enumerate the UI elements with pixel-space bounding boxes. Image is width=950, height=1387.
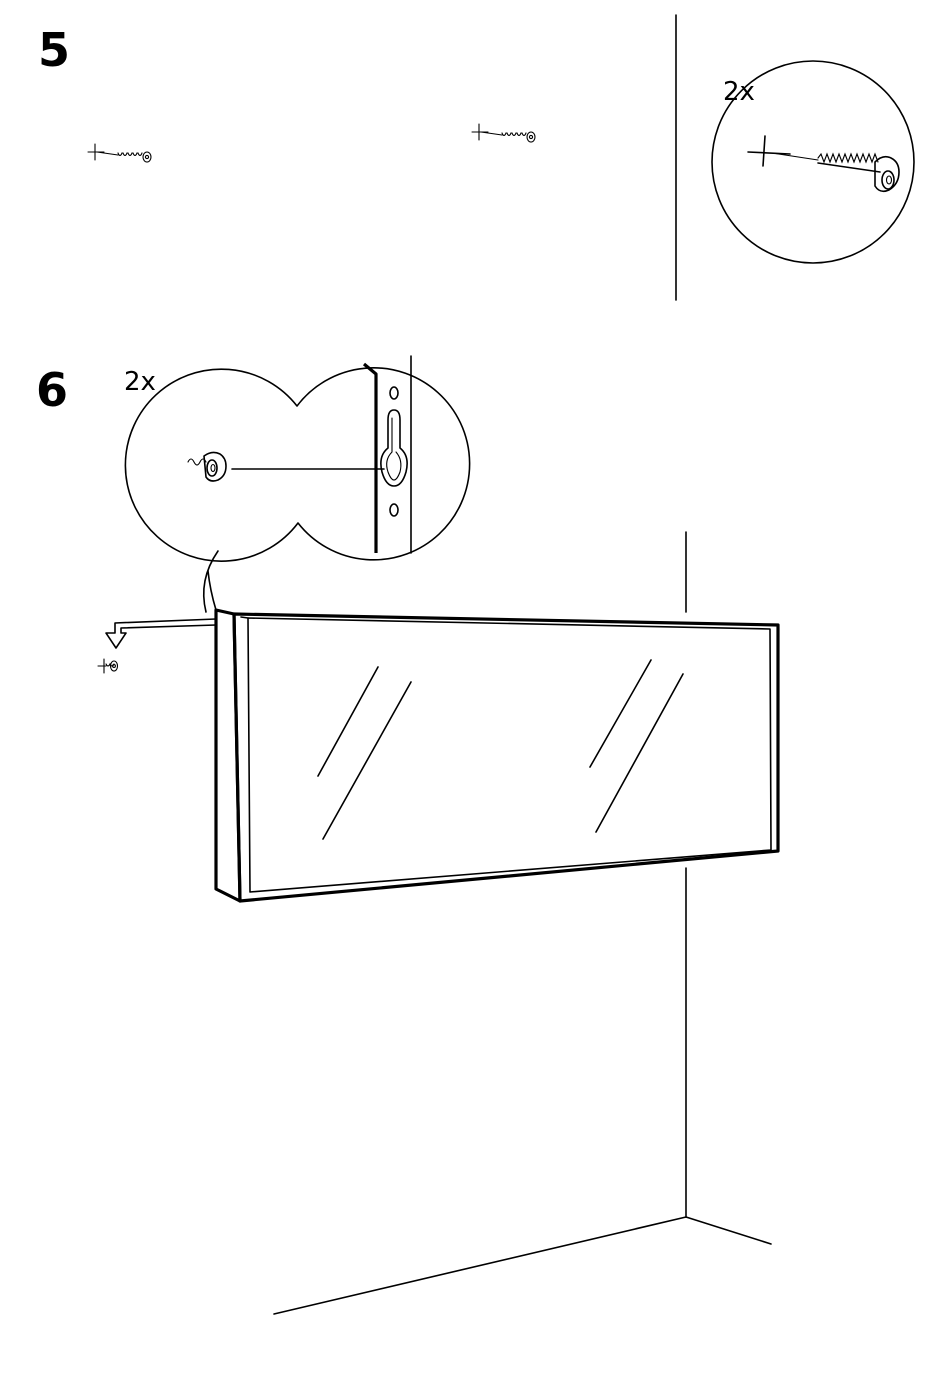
step-6-number: 6 [36,363,68,417]
screw-head-icon [188,452,226,481]
step-6-quantity: 2x [124,367,156,397]
down-arrow-icon [106,619,216,648]
screw-detail-icon [748,136,899,191]
keyhole-bracket-icon [364,356,411,553]
wall-corner-lines [274,532,771,1314]
screw-icon [472,124,535,142]
screw-icon [98,659,118,673]
screw-icon [88,144,151,162]
step-5-number: 5 [38,23,70,77]
hanging-detail-callout: 2x [124,356,470,612]
step-5-quantity: 2x [723,77,755,107]
mirror-frame-icon [216,610,778,901]
screw-detail-circle: 2x [712,61,914,263]
